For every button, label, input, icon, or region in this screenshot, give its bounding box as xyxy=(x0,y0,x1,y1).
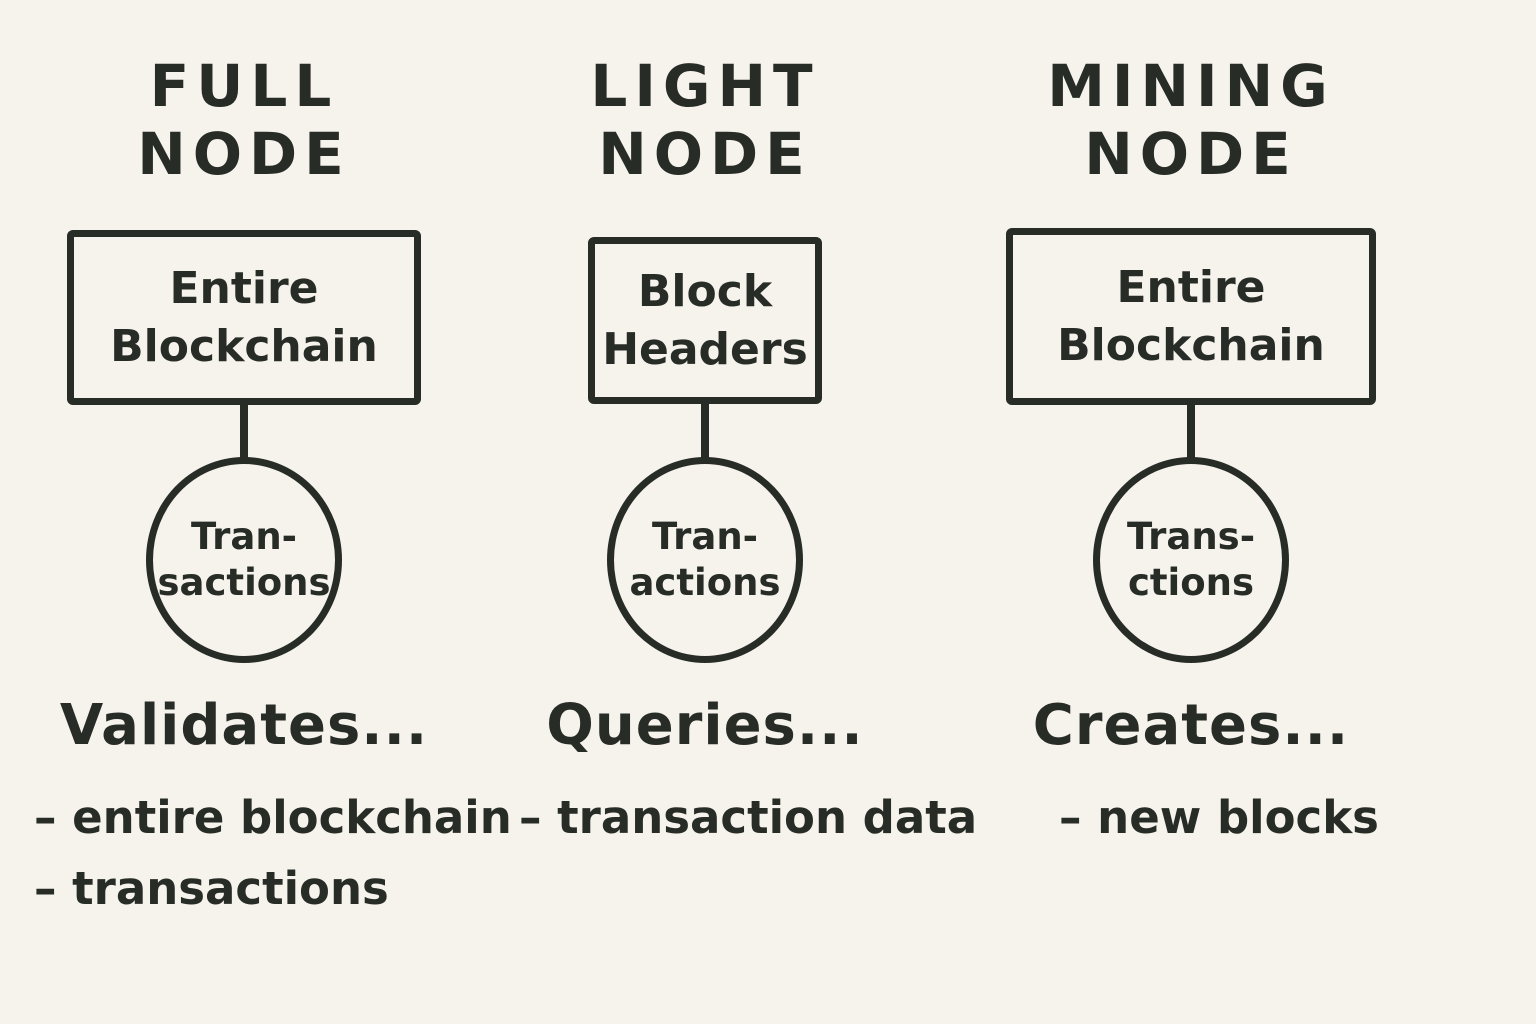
mining-node-bullet-list: – new blocks xyxy=(1059,782,1379,853)
column-mining-node: MINING NODE Entire Blockchain Trans- cti… xyxy=(971,0,1411,1024)
mining-node-circle-label: Trans- ctions xyxy=(1127,514,1255,607)
full-node-connector-line xyxy=(240,403,248,461)
full-node-transactions-circle: Tran- sactions xyxy=(146,457,342,663)
light-node-title-line1: LIGHT xyxy=(590,52,820,120)
bullet-item: – transactions xyxy=(34,862,389,916)
full-node-action-heading: Validates... xyxy=(59,693,429,758)
light-node-title-line2: NODE xyxy=(598,120,812,189)
light-node-data-box: Block Headers xyxy=(588,237,822,404)
light-node-box-line2: Headers xyxy=(602,323,808,375)
full-node-bullet-list: – entire blockchain – transactions xyxy=(34,782,512,924)
full-node-box-line1: Entire xyxy=(169,263,319,315)
bullet-item: – new blocks xyxy=(1059,791,1379,844)
full-node-circle-label: Tran- sactions xyxy=(157,514,330,607)
full-node-box-label: Entire Blockchain xyxy=(110,260,378,374)
mining-node-box-line1: Entire xyxy=(1116,262,1266,314)
light-node-box-line1: Block xyxy=(637,266,773,318)
full-node-circle-line2: sactions xyxy=(157,561,331,604)
light-node-box-label: Block Headers xyxy=(602,263,808,377)
light-node-bullet-list: – transaction data xyxy=(519,782,977,853)
light-node-transactions-circle: Tran- actions xyxy=(607,457,803,663)
column-full-node: FULL NODE Entire Blockchain Tran- sactio… xyxy=(24,0,512,1024)
mining-node-box-line2: Blockchain xyxy=(1057,319,1325,371)
mining-node-title: MINING NODE xyxy=(971,52,1411,189)
light-node-title: LIGHT NODE xyxy=(485,52,925,189)
full-node-title-line2: NODE xyxy=(137,120,351,189)
full-node-title: FULL NODE xyxy=(24,52,464,189)
full-node-title-line1: FULL xyxy=(149,52,339,120)
column-light-node: LIGHT NODE Block Headers Tran- actions Q… xyxy=(485,0,977,1024)
light-node-action-heading: Queries... xyxy=(546,693,864,758)
light-node-connector-line xyxy=(701,402,709,461)
mining-node-transactions-circle: Trans- ctions xyxy=(1093,457,1289,663)
mining-node-data-box: Entire Blockchain xyxy=(1006,228,1376,405)
full-node-circle-line1: Tran- xyxy=(190,514,298,558)
bullet-item: – transaction data xyxy=(519,791,978,844)
full-node-box-line2: Blockchain xyxy=(110,320,378,372)
full-node-data-box: Entire Blockchain xyxy=(67,230,421,405)
light-node-circle-line1: Tran- xyxy=(651,514,759,558)
mining-node-circle-line2: ctions xyxy=(1127,561,1255,604)
light-node-circle-line2: actions xyxy=(629,561,781,604)
light-node-circle-label: Tran- actions xyxy=(629,514,780,607)
mining-node-action-heading: Creates... xyxy=(1032,693,1350,758)
mining-node-connector-line xyxy=(1187,403,1195,461)
mining-node-circle-line1: Trans- xyxy=(1126,514,1256,558)
mining-node-title-line1: MINING xyxy=(1047,52,1335,120)
mining-node-title-line2: NODE xyxy=(1084,120,1298,189)
bullet-item: – entire blockchain xyxy=(34,791,512,844)
mining-node-box-label: Entire Blockchain xyxy=(1057,259,1325,373)
